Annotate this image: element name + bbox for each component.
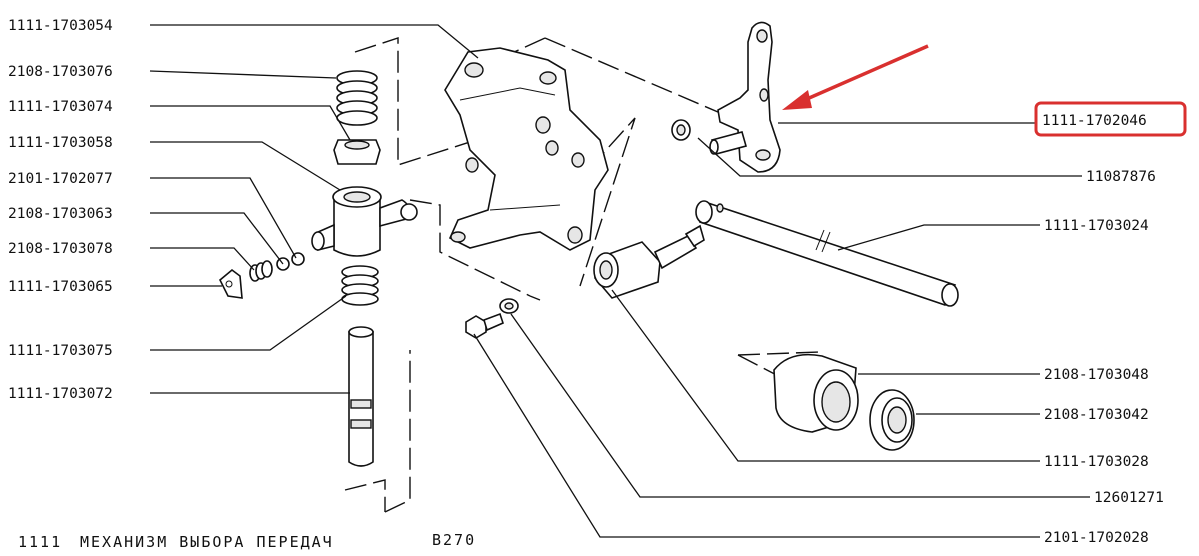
- highlight-arrow: [782, 44, 929, 110]
- lever: [709, 21, 781, 173]
- label-2108-1703063: 2108-1703063: [8, 206, 113, 222]
- caption-model: 1111: [18, 533, 62, 551]
- label-1111-1703028: 1111-1703028: [1044, 454, 1149, 470]
- label-1111-1703075: 1111-1703075: [8, 343, 113, 359]
- label-1111-1703054: 1111-1703054: [8, 18, 113, 34]
- caption-title: МЕХАНИЗМ ВЫБОРА ПЕРЕДАЧ: [80, 533, 334, 551]
- long-rod: [695, 200, 959, 307]
- label-2108-1703078: 2108-1703078: [8, 241, 113, 257]
- label-2101-1702028: 2101-1702028: [1044, 530, 1149, 546]
- cap-nut: [333, 139, 381, 165]
- bolt: [465, 312, 504, 339]
- threaded-bushing: [593, 224, 705, 299]
- label-2108-1703076: 2108-1703076: [8, 64, 113, 80]
- label-2101-1702077: 2101-1702077: [8, 171, 113, 187]
- bracket-housing: [444, 47, 609, 251]
- lever-washer: [671, 119, 691, 141]
- label-12601271: 12601271: [1094, 490, 1164, 506]
- sleeve: [773, 353, 859, 433]
- spring-upper: [336, 70, 378, 126]
- label-1111-1703058: 1111-1703058: [8, 135, 113, 151]
- selector-body: [311, 186, 418, 257]
- seal-ring: [869, 389, 915, 451]
- retainer-plate: [219, 268, 243, 299]
- label-1111-1703072: 1111-1703072: [8, 386, 113, 402]
- label-1111-1703024: 1111-1703024: [1044, 218, 1149, 234]
- label-1111-1703074: 1111-1703074: [8, 99, 113, 115]
- spring-lower: [341, 265, 379, 306]
- caption-code: B270: [432, 531, 476, 549]
- label-11087876: 11087876: [1086, 169, 1156, 185]
- diagram-caption: 1111 МЕХАНИЗМ ВЫБОРА ПЕРЕДАЧ B270: [18, 531, 476, 551]
- label-1111-1703065: 1111-1703065: [8, 279, 113, 295]
- label-2108-1703048: 2108-1703048: [1044, 367, 1149, 383]
- leader-lines: [149, 24, 1090, 538]
- label-2108-1703042: 2108-1703042: [1044, 407, 1149, 423]
- detent-spring: [249, 260, 273, 282]
- selector-shaft: [348, 326, 374, 467]
- bolt-washer: [499, 298, 519, 314]
- label-1111-1702046: 1111-1702046: [1042, 113, 1147, 129]
- part-labels: 1111-1703054 2108-1703076 1111-1703074 1…: [8, 18, 1164, 546]
- highlight-box: [1034, 101, 1187, 137]
